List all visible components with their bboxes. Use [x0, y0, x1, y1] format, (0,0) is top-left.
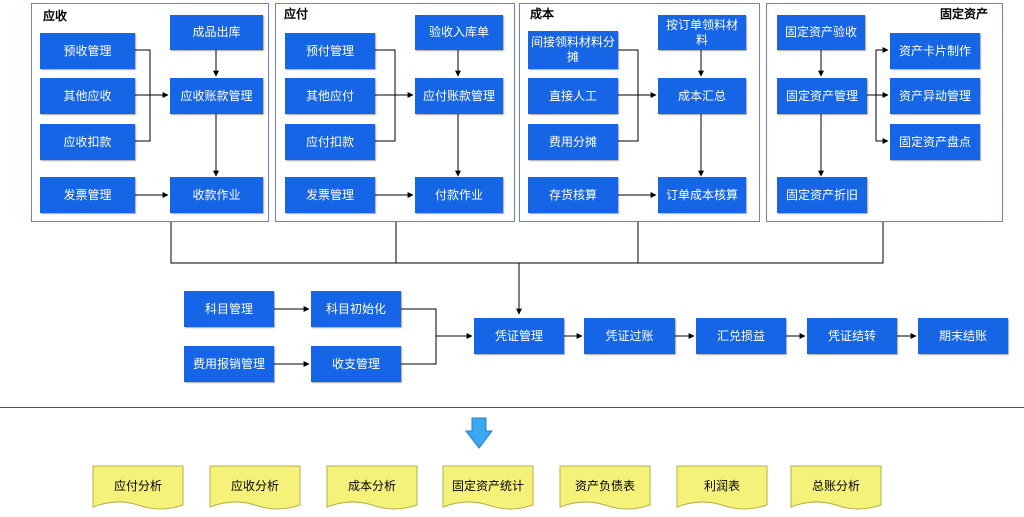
node-fa-management: 固定资产管理 [777, 78, 867, 114]
node-direct-labor: 直接人工 [528, 78, 618, 114]
report-label: 应付分析 [113, 479, 162, 493]
node-asset-card: 资产卡片制作 [890, 33, 980, 69]
node-expense-reimbursement: 费用报销管理 [184, 346, 274, 382]
panel-title-fixed-assets: 固定资产 [940, 7, 989, 21]
node-voucher-closing: 凭证结转 [807, 318, 897, 354]
node-account-init: 科目初始化 [311, 291, 401, 327]
node-account-management: 科目管理 [184, 291, 274, 327]
node-finished-goods-out: 成品出库 [170, 15, 263, 50]
report-fixed-asset-stats: 固定资产统计 [442, 465, 534, 513]
node-ar-invoice-management: 发票管理 [40, 177, 135, 213]
node-fa-depreciation: 固定资产折旧 [777, 177, 867, 213]
node-receivable-deduction: 应收扣款 [40, 124, 135, 160]
node-prepayment-management: 预付管理 [285, 33, 375, 69]
panel-title-cost: 成本 [530, 7, 555, 21]
node-other-receivables: 其他应收 [40, 78, 135, 114]
report-label: 利润表 [703, 479, 740, 493]
node-voucher-management: 凭证管理 [474, 318, 564, 354]
down-arrow-icon [464, 417, 494, 449]
report-income-statement: 利润表 [676, 465, 768, 513]
panel-title-receivable: 应收 [43, 9, 68, 23]
report-label: 固定资产统计 [451, 479, 524, 493]
node-cost-summary: 成本汇总 [658, 78, 746, 114]
node-income-expense: 收支管理 [311, 346, 401, 382]
report-label: 成本分析 [347, 479, 396, 493]
node-ar-ledger: 应收账款管理 [170, 78, 263, 114]
report-label: 应收分析 [230, 479, 279, 493]
report-cost-analysis: 成本分析 [326, 465, 418, 513]
report-label: 总账分析 [811, 479, 860, 493]
node-prereceipt-management: 预收管理 [40, 33, 135, 69]
section-divider [0, 407, 1024, 408]
report-gl-analysis: 总账分析 [790, 465, 882, 513]
node-other-payables: 其他应付 [285, 78, 375, 114]
node-payment: 付款作业 [415, 177, 503, 213]
node-ap-ledger: 应付账款管理 [415, 78, 503, 114]
node-order-costing: 订单成本核算 [658, 177, 746, 213]
node-ap-invoice-management: 发票管理 [285, 177, 375, 213]
node-fa-acceptance: 固定资产验收 [777, 15, 865, 50]
node-inventory-accounting: 存货核算 [528, 177, 618, 213]
node-inbound-receipt: 验收入库单 [415, 15, 503, 50]
report-label: 资产负债表 [574, 479, 635, 493]
report-ar-analysis: 应收分析 [209, 465, 301, 513]
node-period-close: 期末结账 [918, 318, 1008, 354]
node-indirect-material-allocation: 间接领料材料分摊 [528, 31, 618, 69]
node-fa-inventory: 固定资产盘点 [890, 124, 980, 160]
report-balance-sheet: 资产负债表 [559, 465, 651, 513]
node-order-material: 按订单领料材料 [658, 15, 746, 50]
node-voucher-posting: 凭证过账 [584, 318, 675, 354]
node-collection: 收款作业 [170, 177, 263, 213]
node-payable-deduction: 应付扣款 [285, 124, 375, 160]
panel-title-payable: 应付 [284, 7, 309, 21]
node-fx-gain-loss: 汇兑损益 [696, 318, 786, 354]
node-asset-change: 资产异动管理 [890, 78, 980, 114]
report-ap-analysis: 应付分析 [92, 465, 184, 513]
node-expense-allocation: 费用分摊 [528, 124, 618, 160]
